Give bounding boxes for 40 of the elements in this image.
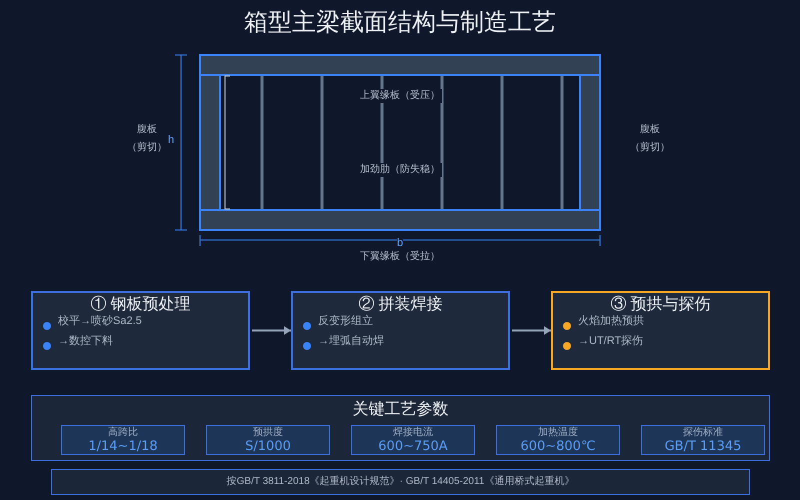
step-detail: 反变形组立 [318,314,373,328]
parameter-value: GB/T 11345 [664,439,742,454]
parameter-name: 加热温度 [538,427,578,439]
dimension-label: h [168,134,174,146]
part-label: 腹板（剪切） [630,122,670,155]
parameter-card [206,425,330,455]
parameter-name: 高跨比 [108,427,138,439]
step-detail: 火焰加热预拱 [578,314,644,328]
parameter-card [641,425,765,455]
process-step-box [31,291,250,370]
parameter-card [351,425,475,455]
dimension-label: b [396,237,404,249]
parameter-name: 焊接电流 [393,427,433,439]
step-heading: ③ 预拱与探伤 [610,296,711,314]
parameter-value: 600~750A [378,439,448,454]
parameter-name: 预拱度 [253,427,283,439]
parameter-card [61,425,185,455]
standards-note: 按GB/T 3811-2018《起重机设计规范》· GB/T 14405-2011《通用桥式起重机》 [226,475,574,489]
process-step-box [291,291,510,370]
process-step-box [551,291,770,370]
step-detail: →UT/RT探伤 [578,334,644,348]
parameter-card [496,425,620,455]
parameter-panel [31,395,770,461]
diagram-title: 箱型主梁截面结构与制造工艺 [244,8,556,38]
parameter-value: 1/14~1/18 [88,439,158,454]
step-detail: →数控下料 [58,334,113,348]
step-heading: ① 钢板预处理 [90,296,191,314]
step-detail: 校平→喷砂Sa2.5 [58,314,142,328]
standards-note-box [51,469,750,495]
panel-heading: 关键工艺参数 [352,400,448,420]
parameter-value: 600~800℃ [520,439,596,454]
parameter-value: S/1000 [245,439,291,454]
step-detail: →埋弧自动焊 [318,334,384,348]
arrow [512,326,551,335]
arrow [252,326,291,335]
part-label: 加劲肋（防失稳） [358,163,442,177]
part-label: 腹板（剪切） [127,122,167,155]
part-label: 上翼缘板（受压） [358,89,442,103]
step-heading: ② 拼装焊接 [358,296,443,314]
parameter-name: 探伤标准 [683,427,723,439]
